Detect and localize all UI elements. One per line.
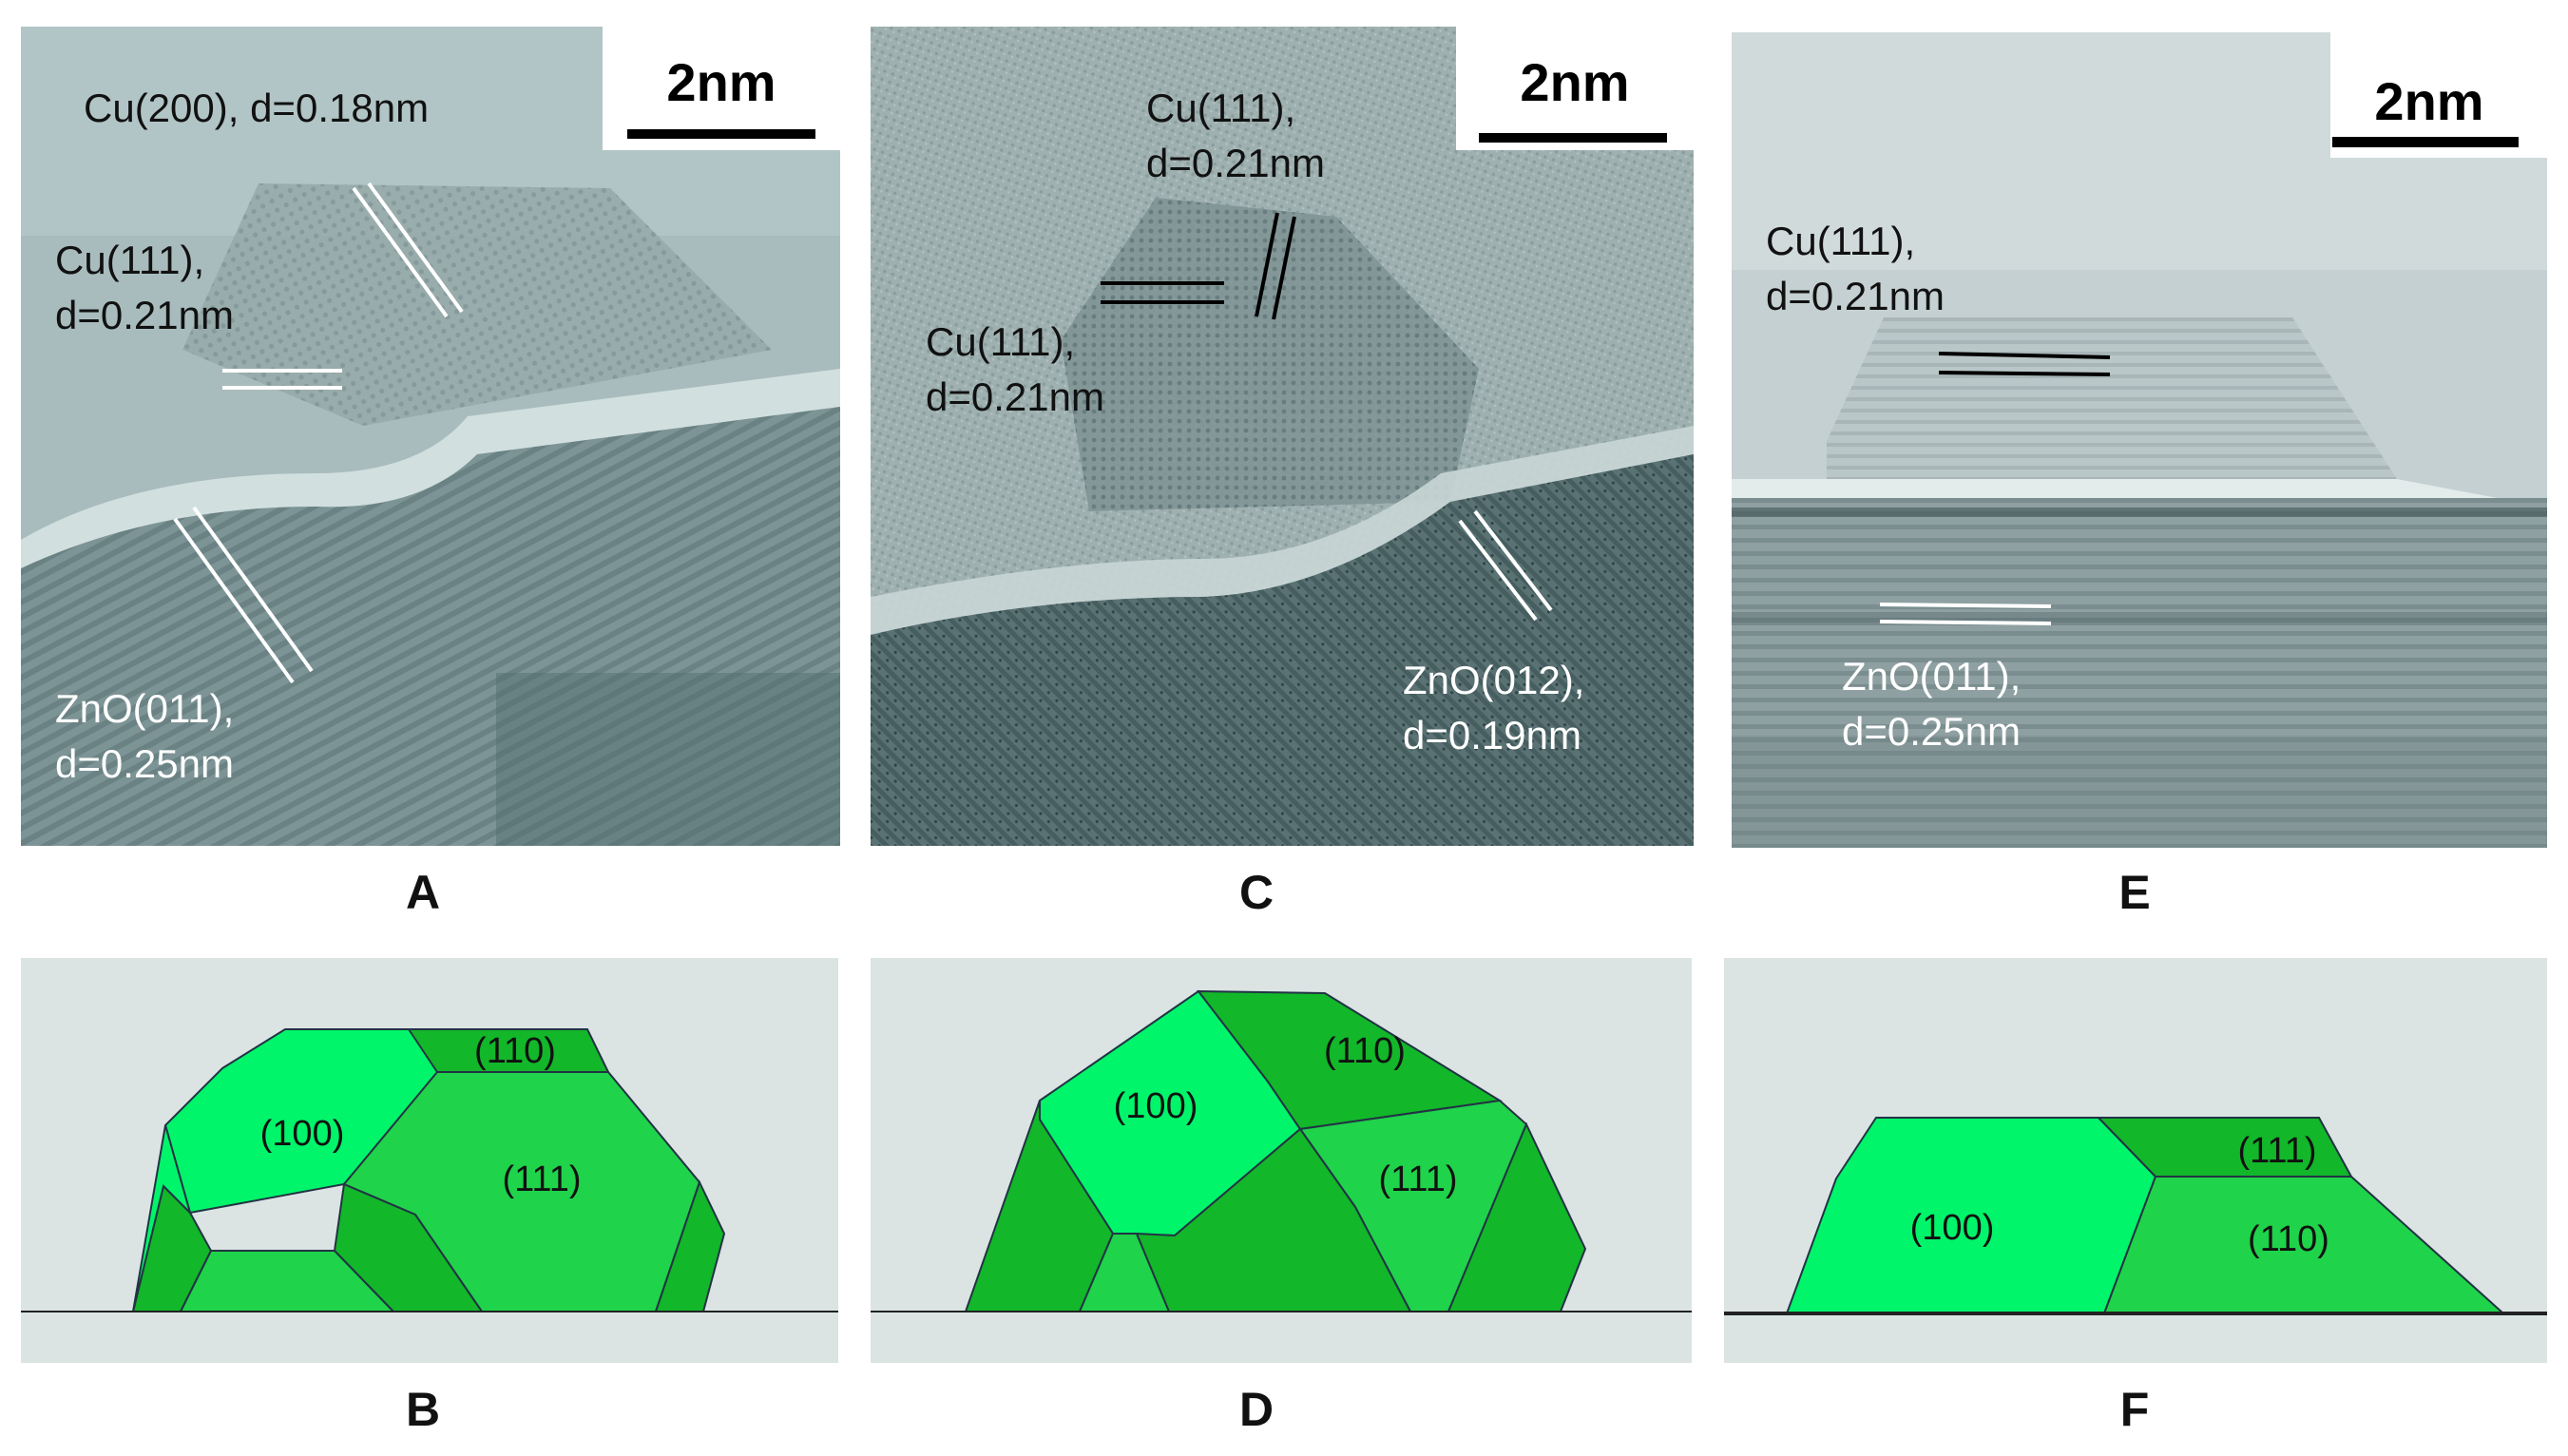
label-zno-line1: ZnO(012), [1403,658,1584,702]
label-zno-line2: d=0.25nm [55,741,234,786]
tem-image-a: 2nm Cu(200), d=0.18nm Cu(111), d=0.21nm … [21,27,840,846]
lattice-marker-zno [1879,620,2052,625]
label-cu111-left-line1: Cu(111), [926,319,1075,364]
facet-bottom-mid [333,1182,484,1312]
facet-label-100: (100) [260,1114,345,1154]
facet-label-111: (111) [2237,1131,2316,1171]
scale-bar [1479,133,1667,143]
facet-label-110: (110) [1324,1031,1406,1071]
lattice-marker-zno [1458,519,1538,622]
lattice-marker-cu111 [1938,371,2111,376]
facet-label-110: (110) [2248,1219,2329,1259]
panel-letter-c: C [1238,866,1274,919]
label-cu111-line2: d=0.21nm [1766,274,1945,318]
label-zno-line1: ZnO(011), [1842,654,2021,699]
lattice-marker-cu200 [352,186,449,318]
label-cu200: Cu(200), d=0.18nm [84,86,429,130]
lattice-marker-zno [192,506,314,673]
label-cu111-line1: Cu(111), [1766,219,1915,263]
panel-letter-d: D [1238,1383,1274,1436]
label-cu111-line1: Cu(111), [55,238,204,282]
lattice-marker-zno [1473,509,1553,612]
facet-label-100: (100) [1114,1086,1198,1126]
panel-letter-f: F [2119,1383,2150,1436]
lattice-marker-cu200 [367,182,464,314]
tem-image-e: 2nm Cu(111), d=0.21nm ZnO(011), d=0.25nm [1732,32,2547,848]
scale-bar-label: 2nm [1520,52,1629,112]
label-zno-line2: d=0.25nm [1842,709,2021,754]
scale-bar-label: 2nm [2374,71,2483,131]
label-zno-line2: d=0.19nm [1403,713,1581,757]
lattice-marker-zno [1879,603,2052,608]
scale-bar-box [1456,27,1694,150]
panel-letter-b: B [405,1383,441,1436]
tem-image-c: 2nm Cu(111), d=0.21nm Cu(111), d=0.21nm … [871,27,1694,846]
lattice-marker-cu111-b [1255,212,1279,317]
shape-diagram-f: (100) (111) (110) [1724,958,2547,1363]
scale-bar [2332,137,2519,147]
lattice-marker-zno [173,517,295,684]
label-cu111-line2: d=0.21nm [55,293,234,337]
shape-diagram-d: (100) (110) (111) [871,958,1692,1363]
label-cu111-top-line2: d=0.21nm [1146,141,1325,185]
label-cu111-top-line1: Cu(111), [1146,86,1295,130]
label-zno-line1: ZnO(011), [55,686,234,731]
lattice-marker-cu111-b [1272,216,1296,320]
facet-label-100: (100) [1910,1208,1995,1248]
shape-diagram-b: (100) (110) (111) [21,958,838,1363]
panel-letter-a: A [405,866,441,919]
label-cu111-left-line2: d=0.21nm [926,374,1104,419]
scale-bar [627,129,815,139]
lattice-marker-cu111 [1938,352,2111,359]
facet-label-111: (111) [1378,1159,1457,1199]
panel-letter-e: E [2118,866,2151,919]
facet-label-110: (110) [474,1031,556,1071]
scale-bar-label: 2nm [666,52,776,112]
facet-label-111: (111) [502,1159,581,1199]
